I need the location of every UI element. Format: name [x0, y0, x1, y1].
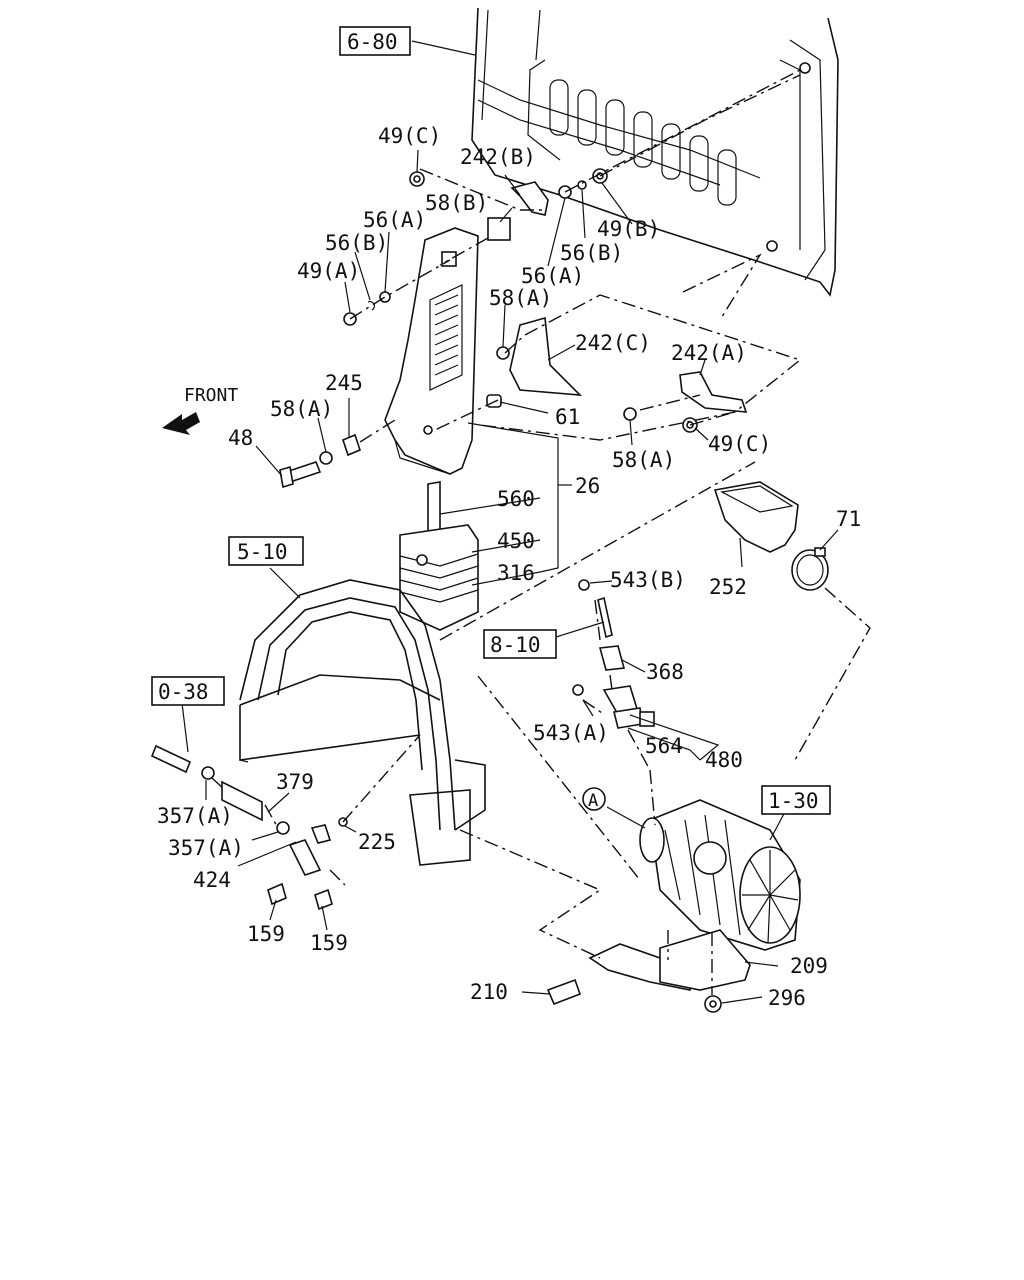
callout-48[interactable]: 48	[228, 426, 253, 450]
callout-26[interactable]: 26	[575, 474, 600, 498]
ref-box-8-10[interactable]: 8-10	[483, 629, 557, 659]
callout-242a[interactable]: 242(A)	[671, 341, 747, 365]
callout-450[interactable]: 450	[497, 529, 535, 553]
ref-label-8-10: 8-10	[490, 633, 541, 657]
callout-357a-1[interactable]: 357(A)	[157, 804, 233, 828]
ref-box-1-30[interactable]: 1-30	[761, 785, 831, 815]
ref-box-6-80[interactable]: 6-80	[339, 26, 411, 56]
pivot-bolt-set	[279, 433, 361, 489]
callout-543b[interactable]: 543(B)	[610, 568, 686, 592]
callout-368[interactable]: 368	[646, 660, 684, 684]
callout-49c-top[interactable]: 49(C)	[378, 124, 441, 148]
ref-label-6-80: 6-80	[347, 30, 398, 54]
callout-61[interactable]: 61	[555, 405, 580, 429]
callout-58b[interactable]: 58(B)	[425, 191, 488, 215]
callout-56a-left[interactable]: 56(A)	[363, 208, 426, 232]
callout-480[interactable]: 480	[705, 748, 743, 772]
leader-lines	[211, 69, 871, 995]
callout-296[interactable]: 296	[768, 986, 806, 1010]
solid-leaders	[181, 40, 839, 1004]
callout-49a[interactable]: 49(A)	[297, 259, 360, 283]
callout-210[interactable]: 210	[470, 980, 508, 1004]
callout-357a-2[interactable]: 357(A)	[168, 836, 244, 860]
circle-ref-a[interactable]: A	[582, 787, 606, 811]
callout-316[interactable]: 316	[497, 561, 535, 585]
frame-rails	[239, 579, 486, 866]
callout-242b[interactable]: 242(B)	[460, 145, 536, 169]
callout-564[interactable]: 564	[645, 734, 683, 758]
callout-labels: 49(C) 242(B) 58(B) 56(A) 56(B) 49(A) 49(…	[157, 124, 861, 1010]
front-direction-arrow	[162, 412, 200, 435]
intake-hose	[150, 711, 655, 911]
callout-71[interactable]: 71	[836, 507, 861, 531]
callout-56b-left[interactable]: 56(B)	[325, 231, 388, 255]
ref-label-5-10: 5-10	[237, 540, 288, 564]
callout-252[interactable]: 252	[709, 575, 747, 599]
callout-49b[interactable]: 49(B)	[597, 217, 660, 241]
callout-424[interactable]: 424	[193, 868, 231, 892]
shift-tower-body	[384, 227, 479, 475]
callout-159-1[interactable]: 159	[247, 922, 285, 946]
callout-56a-right[interactable]: 56(A)	[521, 264, 584, 288]
ref-box-5-10[interactable]: 5-10	[228, 536, 304, 566]
air-cleaner	[639, 799, 801, 951]
callout-245[interactable]: 245	[325, 371, 363, 395]
front-label: FRONT	[184, 385, 238, 406]
callout-49c-right[interactable]: 49(C)	[708, 432, 771, 456]
ref-label-1-30: 1-30	[768, 789, 819, 813]
indicator-parts	[572, 579, 643, 729]
callout-543a[interactable]: 543(A)	[533, 721, 609, 745]
shift-boot	[399, 481, 479, 631]
callout-159-2[interactable]: 159	[310, 931, 348, 955]
callout-209[interactable]: 209	[790, 954, 828, 978]
cab-rear-panel	[471, 7, 839, 297]
callout-560[interactable]: 560	[497, 487, 535, 511]
ref-box-0-38[interactable]: 0-38	[151, 676, 225, 706]
ref-label-0-38: 0-38	[158, 680, 209, 704]
callout-58a-left[interactable]: 58(A)	[270, 397, 333, 421]
callout-56b-right[interactable]: 56(B)	[560, 241, 623, 265]
callout-58a-mid[interactable]: 58(A)	[489, 286, 552, 310]
circle-ref-a-label: A	[588, 791, 598, 811]
inlet-duct	[713, 481, 829, 591]
callout-379[interactable]: 379	[276, 770, 314, 794]
mounting-bracket	[546, 929, 751, 1013]
callout-242c[interactable]: 242(C)	[575, 331, 651, 355]
callout-225[interactable]: 225	[358, 830, 396, 854]
callout-58a-low[interactable]: 58(A)	[612, 448, 675, 472]
